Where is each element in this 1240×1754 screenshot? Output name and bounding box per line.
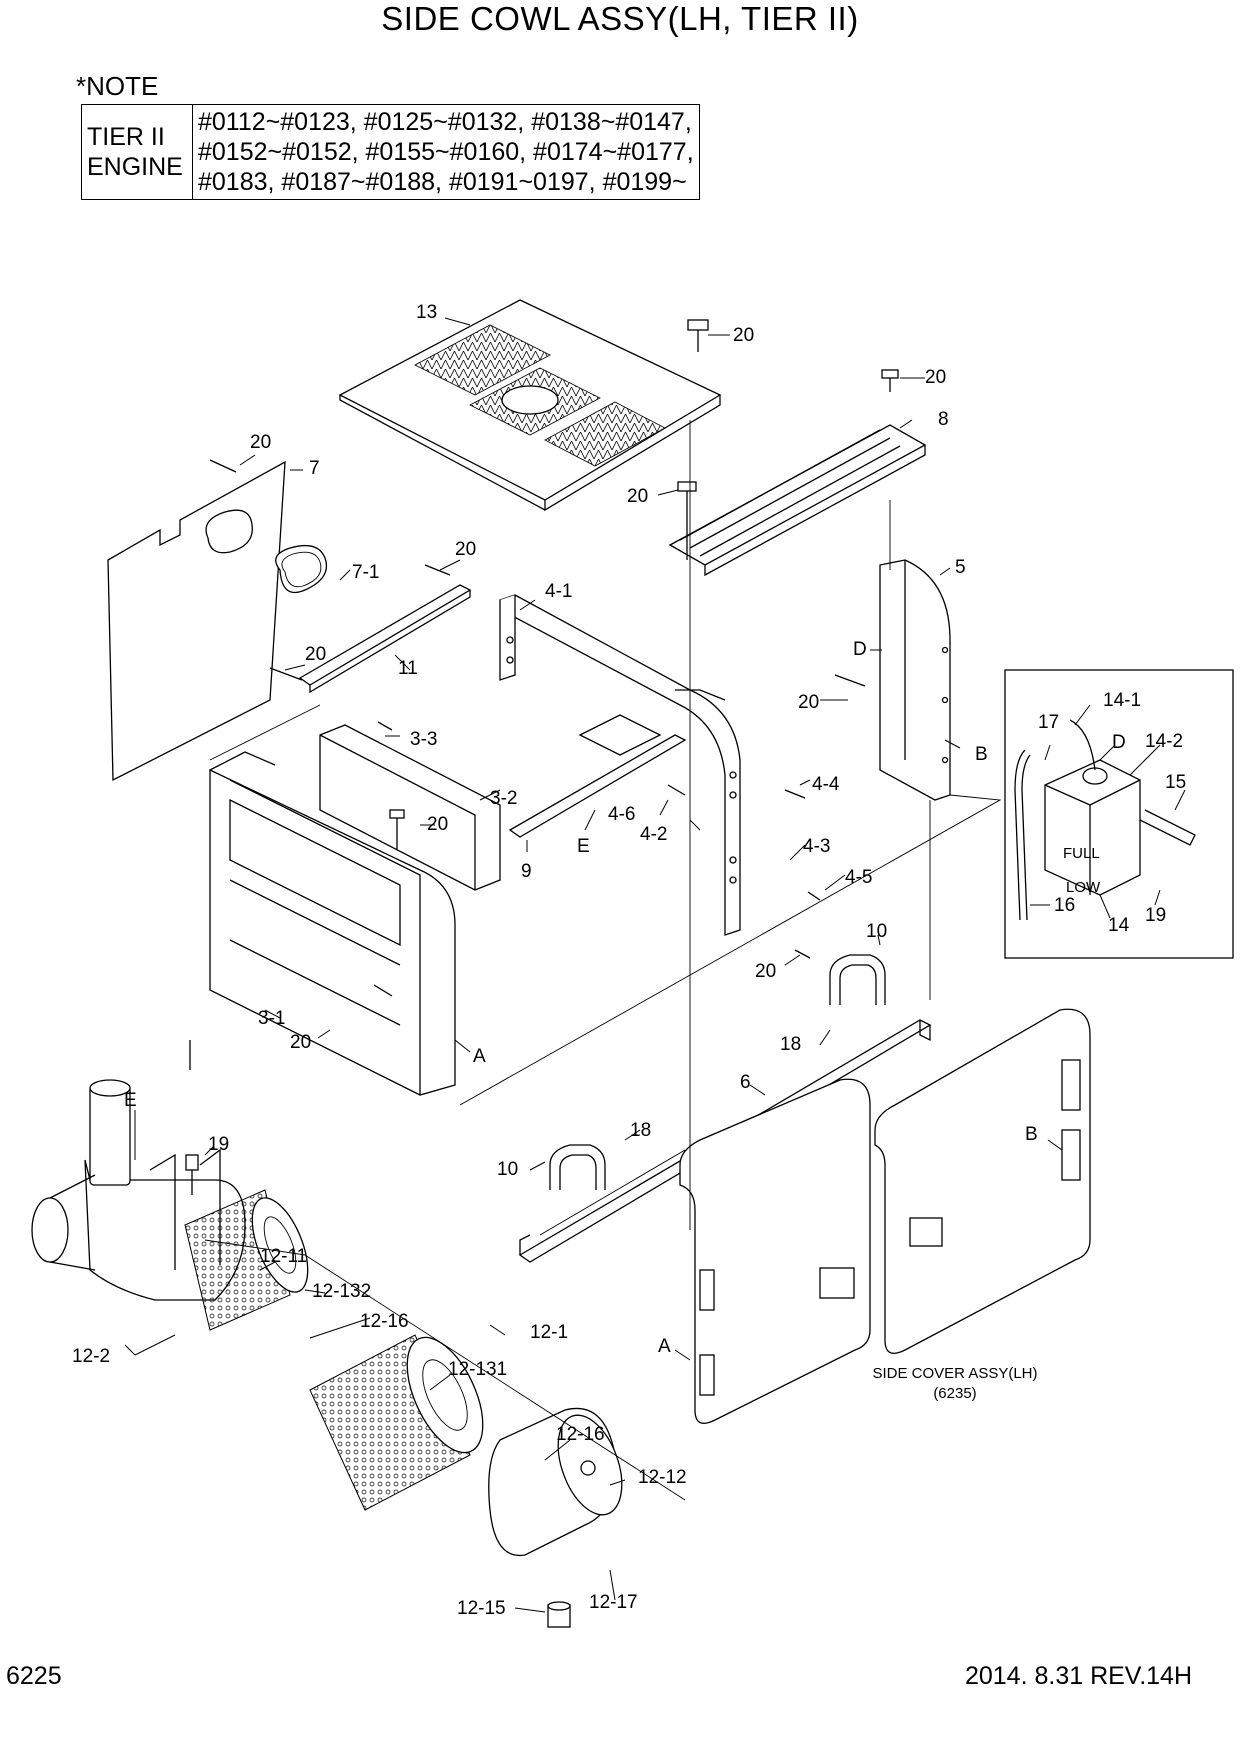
side-cover-caption-line2: (6235) bbox=[933, 1385, 976, 1402]
part-4-1-label: 4-1 bbox=[545, 581, 572, 602]
part-19-label: 19 bbox=[208, 1134, 229, 1155]
part-16-label: 16 bbox=[1054, 895, 1075, 916]
cross-member bbox=[508, 714, 687, 838]
part-12-16a-label: 12-16 bbox=[360, 1311, 409, 1332]
mid-bracket bbox=[319, 724, 501, 891]
part-20c-label: 20 bbox=[627, 486, 648, 507]
part-20j-label: 20 bbox=[290, 1032, 311, 1053]
engine-label-line2: ENGINE bbox=[87, 153, 183, 181]
note-label: *NOTE bbox=[76, 71, 159, 101]
page-number: 6225 bbox=[6, 1662, 62, 1690]
bolt-group bbox=[185, 319, 899, 1195]
part-10b-label: 10 bbox=[497, 1159, 518, 1180]
part-14-label: 14 bbox=[1108, 915, 1130, 936]
part-20g-label: 20 bbox=[798, 692, 819, 713]
part-17-label: 17 bbox=[1038, 712, 1059, 733]
part-4-2-label: 4-2 bbox=[640, 824, 667, 845]
part-6-label: 6 bbox=[740, 1072, 751, 1093]
inner-filter-element bbox=[184, 1189, 309, 1331]
part-3-2-label: 3-2 bbox=[490, 788, 517, 809]
part-12-131-label: 12-131 bbox=[448, 1359, 507, 1380]
part-e-label: E bbox=[577, 836, 590, 857]
part-14-2-label: 14-2 bbox=[1145, 731, 1183, 752]
part-5-label: 5 bbox=[955, 557, 966, 578]
part-12-17-label: 12-17 bbox=[589, 1592, 638, 1613]
part-8-label: 8 bbox=[938, 409, 949, 430]
part-12-12-label: 12-12 bbox=[638, 1467, 687, 1488]
serials-line-1: #0112~#0123, #0125~#0132, #0138~#0147, bbox=[198, 108, 692, 136]
air-grille bbox=[668, 424, 927, 577]
part-12-132-label: 12-132 bbox=[312, 1281, 371, 1302]
part-20d-label: 20 bbox=[250, 432, 271, 453]
note-table: TIER II ENGINE #0112~#0123, #0125~#0132,… bbox=[81, 104, 700, 200]
part-7-label: 7 bbox=[309, 458, 320, 479]
assembly-guide-lines bbox=[204, 420, 1002, 1501]
part-a2-label: A bbox=[658, 1336, 671, 1357]
part-4-4-label: 4-4 bbox=[812, 774, 840, 795]
part-9-label: 9 bbox=[521, 861, 532, 882]
part-b-label: B bbox=[975, 744, 988, 765]
part-7-1-label: 7-1 bbox=[352, 562, 379, 583]
serials-line-3: #0183, #0187~#0188, #0191~0197, #0199~ bbox=[198, 168, 687, 196]
main-frame bbox=[499, 594, 741, 936]
part-d-label: D bbox=[853, 639, 867, 660]
air-cleaner-cap bbox=[488, 1407, 623, 1628]
left-side-panel bbox=[107, 460, 328, 782]
tank-low-mark: LOW bbox=[1066, 879, 1101, 896]
date-revision: 2014. 8.31 REV.14H bbox=[964, 1662, 1192, 1690]
part-4-6-label: 4-6 bbox=[608, 804, 635, 825]
serials-line-2: #0152~#0152, #0155~#0160, #0174~#0177, bbox=[198, 138, 694, 166]
leader-lines bbox=[124, 317, 1186, 1613]
handle-lower bbox=[549, 1144, 606, 1190]
part-12-15-label: 12-15 bbox=[457, 1598, 506, 1619]
part-12-2-label: 12-2 bbox=[72, 1346, 110, 1367]
part-15-label: 15 bbox=[1165, 772, 1186, 793]
part-12-11-label: 12-11 bbox=[260, 1246, 307, 1267]
part-10a-label: 10 bbox=[866, 921, 887, 942]
part-3-1-label: 3-1 bbox=[258, 1008, 285, 1029]
part-20b-label: 20 bbox=[925, 367, 946, 388]
part-18a-label: 18 bbox=[780, 1034, 801, 1055]
side-cover-front bbox=[679, 1078, 871, 1424]
part-12-16b-label: 12-16 bbox=[556, 1424, 605, 1445]
part-13-label: 13 bbox=[416, 302, 437, 323]
part-4-3-label: 4-3 bbox=[803, 836, 830, 857]
side-cover-caption-line1: SIDE COVER ASSY(LH) bbox=[872, 1365, 1037, 1382]
part-18b-label: 18 bbox=[630, 1120, 651, 1141]
part-14-1-label: 14-1 bbox=[1103, 690, 1141, 711]
part-20e-label: 20 bbox=[455, 539, 476, 560]
fuel-tank-inset: FULL LOW bbox=[1004, 669, 1234, 959]
rear-panel bbox=[879, 559, 951, 801]
handle-upper bbox=[829, 954, 886, 1005]
engine-label-line1: TIER II bbox=[87, 123, 165, 151]
part-12-1-label: 12-1 bbox=[530, 1322, 568, 1343]
page-title: SIDE COWL ASSY(LH, TIER II) bbox=[381, 0, 859, 37]
part-4-5-label: 4-5 bbox=[845, 867, 872, 888]
serials-cell: #0112~#0123, #0125~#0132, #0138~#0147, #… bbox=[192, 104, 700, 200]
part-20a-label: 20 bbox=[733, 325, 754, 346]
part-b2-label: B bbox=[1025, 1124, 1038, 1145]
top-cover-plate bbox=[338, 299, 722, 512]
part-3-3-label: 3-3 bbox=[410, 729, 437, 750]
side-cover-rear bbox=[874, 1008, 1091, 1354]
part-a-label: A bbox=[473, 1046, 486, 1067]
part-20i-label: 20 bbox=[755, 961, 776, 982]
part-e2-label: E bbox=[124, 1090, 137, 1111]
tank-full-mark: FULL bbox=[1063, 845, 1100, 862]
part-11-label: 11 bbox=[398, 658, 418, 679]
inset-d-label: D bbox=[1112, 732, 1126, 753]
cross-bar bbox=[298, 584, 472, 694]
outer-filter-element bbox=[309, 1334, 484, 1511]
part-20h-label: 20 bbox=[427, 814, 448, 835]
engine-cell: TIER II ENGINE bbox=[81, 104, 193, 200]
inset-19-label: 19 bbox=[1145, 905, 1166, 926]
part-20f-label: 20 bbox=[305, 644, 326, 665]
